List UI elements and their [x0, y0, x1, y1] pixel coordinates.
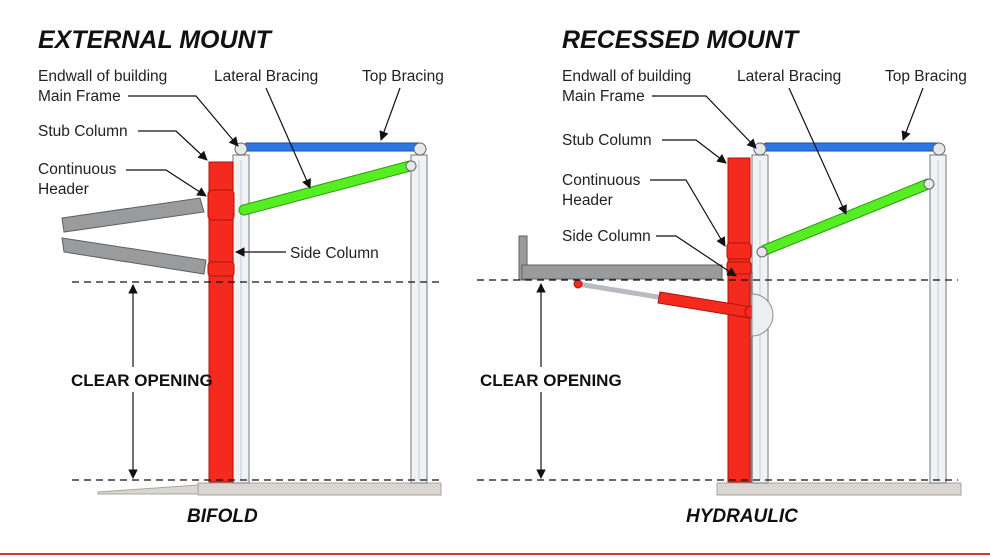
recessed-endwall-label: Endwall of building: [562, 68, 691, 85]
continuous-header-member: [207, 189, 235, 221]
hinge-block: [207, 261, 235, 277]
recessed-header-label: Header: [562, 192, 613, 209]
external-mount-panel: EXTERNAL MOUNT CLEAR OPENING Endw: [38, 26, 444, 527]
external-continuous-label: Continuous: [38, 161, 117, 178]
bifold-upper-panel: [61, 197, 205, 233]
hydraulic-door-panel: [521, 264, 723, 280]
bifold-lower-panel: [61, 237, 207, 275]
external-endwall-label: Endwall of building: [38, 68, 167, 85]
recessed-door-type-label: HYDRAULIC: [686, 506, 798, 527]
external-header-label: Header: [38, 181, 89, 198]
door-end-flange: [518, 235, 528, 281]
ground-slab: [197, 482, 442, 496]
stub-column-member-recessed: [727, 157, 751, 483]
external-main-frame-label: Main Frame: [38, 88, 121, 105]
recessed-side-column-label: Side Column: [562, 228, 651, 245]
external-stub-column-label: Stub Column: [38, 123, 128, 140]
ground-slab-recessed: [716, 482, 962, 496]
external-top-bracing-label: Top Bracing: [362, 68, 444, 85]
lateral-bracing-member: [239, 161, 415, 215]
recessed-top-bracing-label: Top Bracing: [885, 68, 967, 85]
top-bracing-member-recessed: [763, 142, 940, 152]
external-lateral-bracing-label: Lateral Bracing: [214, 68, 318, 85]
recessed-lateral-bracing-label: Lateral Bracing: [737, 68, 841, 85]
external-door-type-label: BIFOLD: [187, 506, 258, 527]
cylinder-mount-plate: [751, 293, 774, 337]
external-mount-title: EXTERNAL MOUNT: [38, 26, 274, 54]
continuous-header-member-recessed: [726, 242, 752, 260]
cylinder-rod: [575, 281, 667, 301]
top-bracing-member: [244, 142, 421, 152]
recessed-continuous-label: Continuous: [562, 172, 641, 189]
external-side-column-label: Side Column: [290, 245, 379, 262]
ground-ramp: [97, 484, 199, 495]
external-clear-opening-label: CLEAR OPENING: [71, 371, 213, 390]
recessed-main-frame-label: Main Frame: [562, 88, 645, 105]
footer-divider: [0, 553, 990, 555]
recessed-mount-title: RECESSED MOUNT: [562, 26, 801, 54]
recessed-clear-opening-label: CLEAR OPENING: [480, 371, 622, 390]
lateral-bracing-member-recessed: [760, 179, 933, 255]
recessed-mount-panel: RECESSED MOUNT: [477, 26, 967, 527]
recessed-stub-column-label: Stub Column: [562, 132, 652, 149]
